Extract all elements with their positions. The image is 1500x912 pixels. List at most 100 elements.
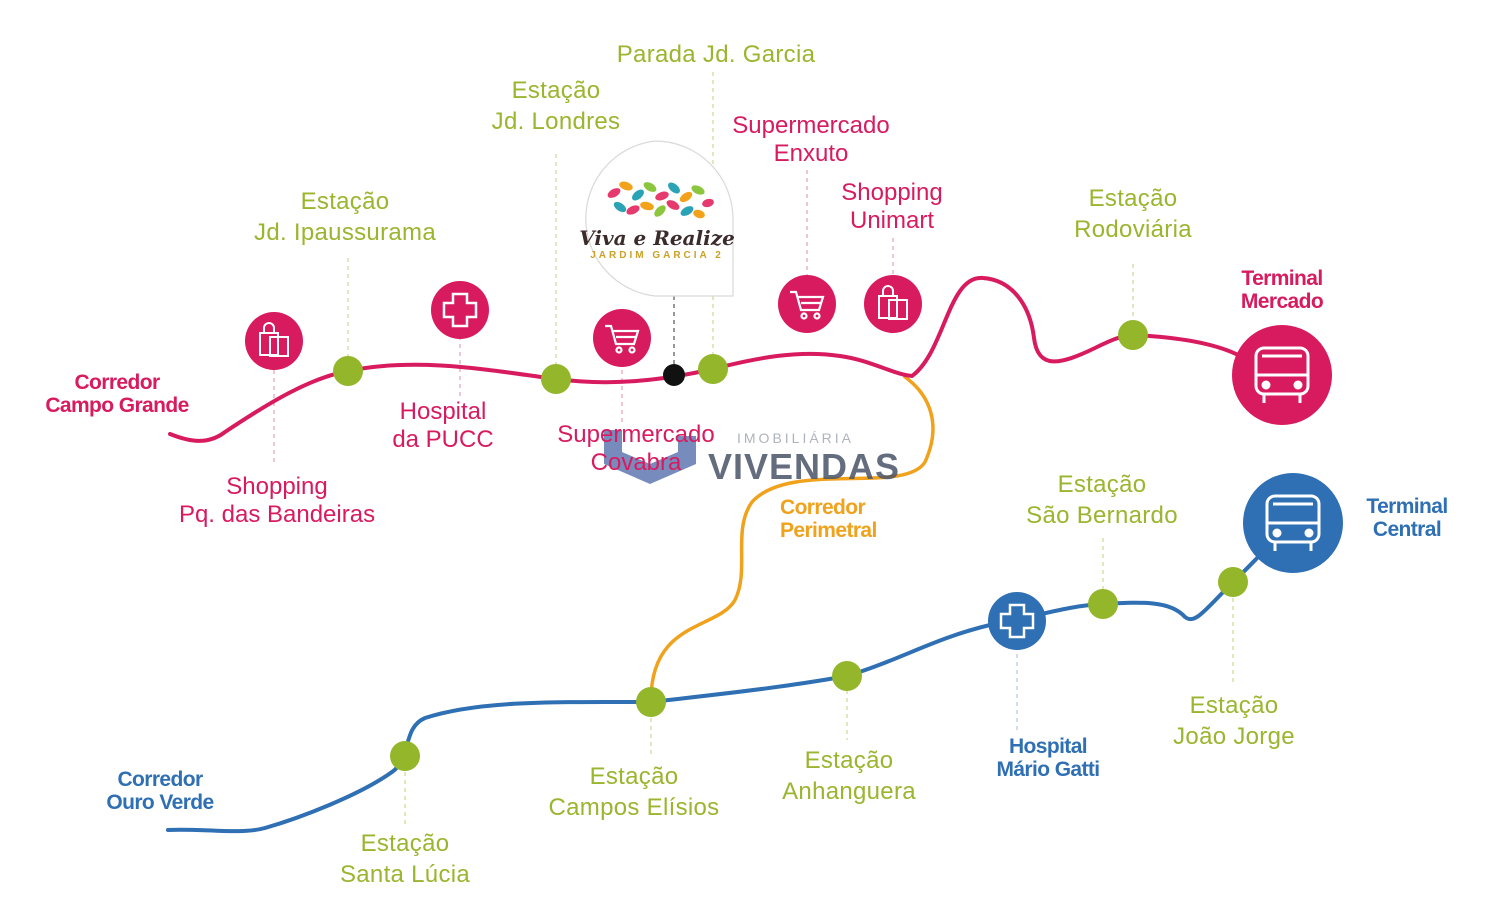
station-campos-elisios-label: Estação Campos Elísios — [549, 761, 720, 823]
terminal-central-circle[interactable] — [1243, 473, 1343, 573]
station-label-line2: Santa Lúcia — [339, 861, 471, 888]
station-sao-bernardo-dot[interactable] — [1088, 589, 1118, 619]
terminal-central-label: Terminal Central — [1366, 495, 1448, 541]
super-enxuto-label: Supermercado Enxuto — [732, 112, 889, 168]
green-connectors — [347, 72, 1234, 824]
bus-icon — [1254, 346, 1310, 403]
station-joao-jorge-label: Estação João Jorge — [1173, 690, 1295, 752]
station-label-line2: Jd. Londres — [491, 108, 621, 135]
poi-label-line2: Pq. das Bandeiras — [178, 501, 376, 528]
station-label-line1: Parada Jd. Garcia — [616, 41, 816, 68]
station-ipaussurama-label: Estação Jd. Ipaussurama — [254, 186, 436, 248]
corridor-label-line2: Ouro Verde — [106, 791, 214, 814]
leaves-icon — [607, 181, 714, 219]
shopping-bandeiras-label: Shopping Pq. das Bandeiras — [179, 473, 375, 529]
corridor-ouro-verde-label: Corredor Ouro Verde — [106, 768, 214, 814]
station-label-line2: Campos Elísios — [548, 794, 720, 821]
logo-pin — [585, 140, 734, 297]
home-location-dot[interactable] — [663, 364, 685, 386]
corridor-label-line1: Corredor — [117, 768, 203, 791]
station-label-line1: Estação — [589, 763, 679, 790]
super-covabra-label: Supermercado Covabra — [557, 421, 714, 477]
station-label-line2: Anhanguera — [782, 778, 916, 805]
hospital-mario-gatti-label: Hospital Mário Gatti — [996, 735, 1100, 781]
poi-label-line2: Unimart — [849, 207, 934, 234]
shopping-unimart-label: Shopping Unimart — [841, 179, 942, 235]
hospital-pucc-marker[interactable] — [431, 281, 489, 339]
bus-icon — [1265, 494, 1321, 551]
poi-label-line2: Mário Gatti — [996, 758, 1100, 781]
shopping-unimart-marker[interactable] — [864, 275, 922, 333]
logo-subtitle: JARDIM GARCIA 2 — [590, 250, 724, 261]
hospital-cross-icon — [999, 603, 1035, 639]
watermark-line2: VIVENDAS — [708, 446, 901, 487]
corridor-campo-grande-label: Corredor Campo Grande — [45, 371, 189, 417]
terminal-mercado-label: Terminal Mercado — [1240, 267, 1324, 313]
station-joao-jorge-dot[interactable] — [1218, 567, 1248, 597]
terminal-label-line2: Mercado — [1240, 290, 1324, 313]
super-covabra-marker[interactable] — [593, 309, 651, 367]
shopping-bag-icon — [878, 285, 908, 320]
corridor-label-line2: Perimetral — [780, 519, 877, 542]
station-label-line1: Estação — [1189, 692, 1279, 719]
station-label-line1: Estação — [1088, 185, 1178, 212]
ouro-verde-line — [166, 551, 1264, 834]
poi-label-line1: Shopping — [226, 473, 328, 500]
terminal-label-line1: Terminal — [1241, 267, 1323, 290]
shopping-cart-icon — [790, 290, 825, 320]
station-label-line1: Estação — [360, 830, 450, 857]
vivendas-logo-icon — [604, 430, 696, 484]
station-rodoviaria-dot[interactable] — [1118, 320, 1148, 350]
station-label-line1: Estação — [1057, 471, 1147, 498]
station-label-line2: Rodoviária — [1074, 216, 1192, 243]
hospital-cross-icon — [442, 292, 478, 328]
poi-label-line1: Supermercado — [557, 421, 715, 448]
hospital-pucc-label: Hospital da PUCC — [392, 398, 493, 454]
station-sao-bernardo-label: Estação São Bernardo — [1026, 469, 1178, 531]
station-garcia-label: Parada Jd. Garcia — [617, 39, 816, 70]
super-enxuto-marker[interactable] — [778, 275, 836, 333]
terminal-label-line1: Terminal — [1366, 495, 1448, 518]
station-label-line2: João Jorge — [1173, 723, 1295, 750]
station-londres-dot[interactable] — [541, 364, 571, 394]
station-santa-lucia-dot[interactable] — [390, 741, 420, 771]
poi-label-line1: Hospital — [399, 398, 487, 425]
station-anhanguera-dot[interactable] — [832, 661, 862, 691]
station-rodoviaria-label: Estação Rodoviária — [1074, 183, 1192, 245]
corridor-label-line1: Corredor — [74, 371, 160, 394]
pink-connectors — [273, 170, 894, 465]
station-ipaussurama-dot[interactable] — [333, 356, 363, 386]
station-label-line1: Estação — [511, 77, 601, 104]
station-anhanguera-label: Estação Anhanguera — [782, 745, 916, 807]
watermark-line1: IMOBILIÁRIA — [737, 430, 855, 446]
corridor-label-line1: Corredor — [780, 496, 866, 519]
corridor-label-line2: Campo Grande — [45, 394, 189, 417]
watermark: IMOBILIÁRIA VIVENDAS — [600, 422, 910, 492]
corridor-perimetral-label: Corredor Perimetral — [780, 496, 877, 542]
station-garcia-dot[interactable] — [698, 354, 728, 384]
shopping-bag-icon — [259, 322, 289, 357]
shopping-cart-icon — [605, 324, 640, 354]
terminal-mercado-circle[interactable] — [1232, 325, 1332, 425]
poi-label-line2: Enxuto — [773, 140, 849, 167]
logo-title: Viva e Realize — [579, 226, 735, 250]
station-label-line1: Estação — [804, 747, 894, 774]
poi-label-line1: Hospital — [1008, 735, 1088, 758]
perimetral-line — [649, 375, 935, 704]
logo-text: Viva e Realize JARDIM GARCIA 2 — [579, 226, 735, 261]
hospital-mario-gatti-marker[interactable] — [988, 592, 1046, 650]
shopping-bandeiras-marker[interactable] — [245, 312, 303, 370]
station-label-line2: Jd. Ipaussurama — [254, 219, 436, 246]
stations — [333, 320, 1248, 771]
station-campos-elisios-dot[interactable] — [636, 687, 666, 717]
terminal-label-line2: Central — [1372, 518, 1442, 541]
station-santa-lucia-label: Estação Santa Lúcia — [340, 828, 470, 890]
poi-label-line1: Supermercado — [732, 112, 890, 139]
station-londres-label: Estação Jd. Londres — [492, 75, 621, 137]
station-label-line1: Estação — [300, 188, 390, 215]
station-label-line2: São Bernardo — [1026, 502, 1178, 529]
poi-label-line2: Covabra — [590, 449, 682, 476]
poi-label-line1: Shopping — [841, 179, 943, 206]
poi-label-line2: da PUCC — [392, 426, 494, 453]
